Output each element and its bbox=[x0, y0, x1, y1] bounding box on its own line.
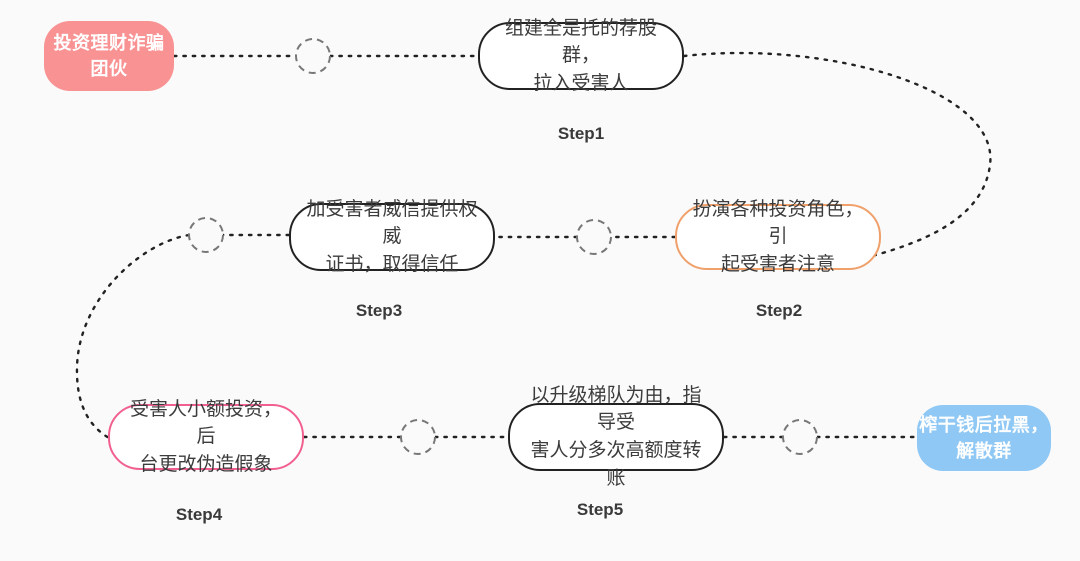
node-start-label: 投资理财诈骗 团伙 bbox=[53, 32, 165, 79]
connector-marker-2 bbox=[576, 219, 612, 255]
node-step3[interactable]: 加受害者威信提供权威 证书，取得信任 bbox=[289, 199, 495, 275]
connector-marker-3 bbox=[188, 217, 224, 253]
node-step2[interactable]: 扮演各种投资角色，引 起受害者注意 bbox=[675, 199, 881, 275]
node-step5[interactable]: 以升级梯队为由，指导受 害人分多次高额度转账 bbox=[508, 385, 724, 489]
step-label-4: Step4 bbox=[175, 505, 223, 524]
step-label-3: Step3 bbox=[355, 301, 403, 320]
step-label-2: Step2 bbox=[755, 301, 803, 320]
connector-marker-4 bbox=[400, 419, 436, 455]
step-label-5: Step5 bbox=[576, 500, 624, 519]
node-step2-label: 扮演各种投资角色，引 起受害者注意 bbox=[692, 198, 864, 275]
node-step4-label: 受害人小额投资，后 台更改伪造假象 bbox=[129, 398, 282, 475]
node-step5-label: 以升级梯队为由，指导受 害人分多次高额度转账 bbox=[530, 384, 702, 489]
node-end-label: 榨干钱后拉黑， 解散群 bbox=[919, 414, 1049, 461]
node-end[interactable]: 榨干钱后拉黑， 解散群 bbox=[917, 405, 1051, 471]
connector-marker-5 bbox=[782, 419, 818, 455]
node-step4[interactable]: 受害人小额投资，后 台更改伪造假象 bbox=[108, 399, 304, 475]
node-start[interactable]: 投资理财诈骗 团伙 bbox=[44, 21, 174, 91]
connector-marker-1 bbox=[295, 38, 331, 74]
step-label-1: Step1 bbox=[557, 124, 605, 143]
node-step1[interactable]: 组建全是托的荐股群， 拉入受害人 bbox=[478, 18, 684, 94]
node-step3-label: 加受害者威信提供权威 证书，取得信任 bbox=[306, 198, 478, 275]
node-step1-label: 组建全是托的荐股群， 拉入受害人 bbox=[504, 17, 657, 94]
